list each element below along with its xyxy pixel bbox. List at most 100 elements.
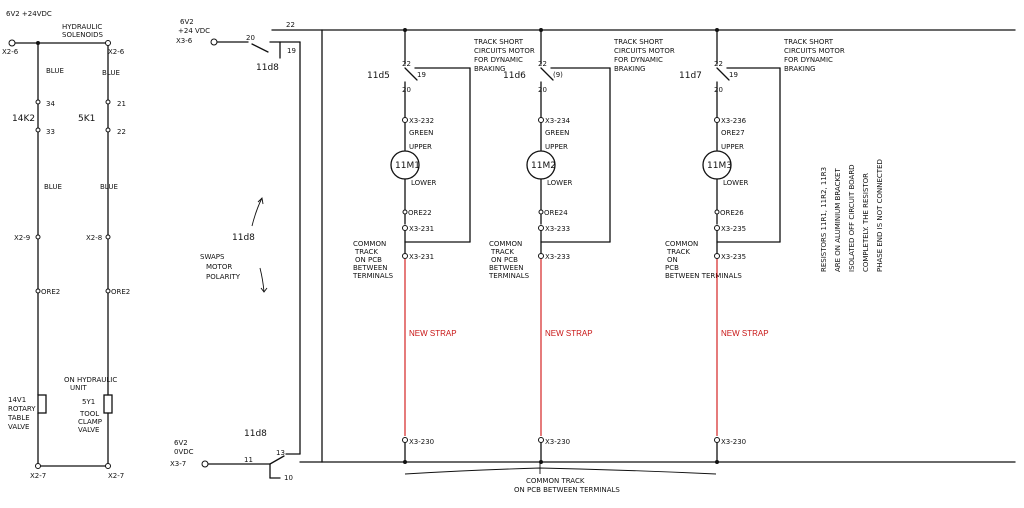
relay-switch <box>716 67 730 81</box>
motor-name: 11M1 <box>395 161 420 171</box>
term-bottom: X3-230 <box>721 438 746 446</box>
relay-11d8-pin-19: 19 <box>287 47 296 55</box>
left-panel: 6V2 +24VDC HYDRAULIC SOLENOIDS X2-6 X2-6… <box>2 10 130 480</box>
branch-junction-top <box>715 28 719 32</box>
ore-label: ORE24 <box>544 209 568 217</box>
track-note-3: FOR DYNAMIC <box>614 56 663 64</box>
arrow-up <box>251 197 263 227</box>
term-x2-8: X2-8 <box>86 234 102 242</box>
common-note-2: TRACK <box>666 248 690 256</box>
side-note: RESISTORS 11R1, 11R2, 11R3 ARE ON ALUMIN… <box>820 159 884 272</box>
new-strap-label: NEW STRAP <box>409 329 457 338</box>
coil-5y1 <box>103 394 113 414</box>
relay-11d8-pin-22: 22 <box>286 21 295 29</box>
swap-2: MOTOR <box>206 263 232 271</box>
motor-name: 11M2 <box>531 161 556 171</box>
terminal-bottom <box>402 437 408 443</box>
term-low: X3-235 <box>721 253 746 261</box>
relay-name: 11d5 <box>367 71 390 81</box>
new-strap-label: NEW STRAP <box>545 329 593 338</box>
relay-pin-20: 20 <box>538 86 547 94</box>
relay-11d8-name-bottom: 11d8 <box>244 429 267 439</box>
motor-upper: UPPER <box>721 143 744 151</box>
bottom-note-brace <box>404 467 717 475</box>
common-note-4: BETWEEN <box>353 264 388 272</box>
track-note-3: FOR DYNAMIC <box>784 56 833 64</box>
terminal-bottom <box>714 437 720 443</box>
common-note-1: COMMON <box>489 240 522 248</box>
side-note-line-1: RESISTORS 11R1, 11R2, 11R3 <box>820 167 828 272</box>
relay-11d8-pin-11: 11 <box>244 456 253 464</box>
relay-11d8-pin-10: 10 <box>284 474 293 482</box>
side-note-line-3: ISOLATED OFF CIRCUIT BOARD <box>848 164 856 272</box>
ore-marker <box>538 209 544 215</box>
relay-11d8-pin-13: 13 <box>276 449 285 457</box>
term-left-top: X2-6 <box>2 48 19 56</box>
term-upper: X3-236 <box>721 117 747 125</box>
coil-left-1: 14V1 <box>8 396 26 404</box>
wire-upper: GREEN <box>409 129 433 137</box>
relay-pin-19: 19 <box>417 71 426 79</box>
coil-right-note-2: UNIT <box>70 384 87 392</box>
new-strap-label: NEW STRAP <box>721 329 769 338</box>
ore-right: ORE2 <box>111 288 130 296</box>
terminal-x3-6 <box>210 38 218 46</box>
relay-2-pin-a: 21 <box>117 100 126 108</box>
relay-name: 11d7 <box>679 71 702 81</box>
common-note-5: TERMINALS <box>488 272 530 280</box>
term-upper: X3-234 <box>545 117 571 125</box>
relay-11d8-switch-bottom <box>269 455 285 465</box>
term-x2-9: X2-9 <box>14 234 30 242</box>
coil-right-3: VALVE <box>78 426 99 434</box>
track-note-4: BRAKING <box>784 65 816 73</box>
relay-pin-20: 20 <box>402 86 411 94</box>
terminal-x2-6-left <box>8 39 16 47</box>
motor-lower: LOWER <box>547 179 573 187</box>
ore-label: ORE26 <box>720 209 744 217</box>
track-note-2: CIRCUITS MOTOR <box>474 47 535 55</box>
track-note-3: FOR DYNAMIC <box>474 56 523 64</box>
ore-left: ORE2 <box>41 288 60 296</box>
common-note-1: COMMON <box>665 240 698 248</box>
terminal-mid <box>402 225 408 231</box>
wire-upper: GREEN <box>545 129 569 137</box>
branch-junction-bottom <box>403 460 407 464</box>
track-note-1: TRACK SHORT <box>613 38 664 46</box>
terminal-upper <box>538 117 544 123</box>
common-note-4: BETWEEN <box>489 264 524 272</box>
relay-name: 11d6 <box>503 71 526 81</box>
wire-blue-4: BLUE <box>100 183 118 191</box>
ore-marker <box>714 209 720 215</box>
relay-pin-22: 22 <box>402 60 411 68</box>
coil-right-note-1: ON HYDRAULIC <box>64 376 117 384</box>
terminal-x2-7-right <box>105 463 111 469</box>
common-note-4: PCB <box>665 264 679 272</box>
side-note-line-5: PHASE END IS NOT CONNECTED <box>876 159 884 272</box>
coil-left-2: ROTARY <box>8 405 36 413</box>
term-right-bottom: X2-7 <box>108 472 124 480</box>
coil-right-1: TOOL <box>79 410 99 418</box>
ore-label: ORE22 <box>408 209 432 217</box>
track-note-4: BRAKING <box>614 65 646 73</box>
bottom-note-1: COMMON TRACK <box>526 477 585 485</box>
supply-label: 6V2 +24VDC <box>6 10 52 18</box>
term-right-top: X2-6 <box>108 48 125 56</box>
relay-pin-20: 20 <box>714 86 723 94</box>
term-upper: X3-232 <box>409 117 434 125</box>
terminal-upper <box>714 117 720 123</box>
term-mid: X3-231 <box>409 225 434 233</box>
terminal-low <box>714 253 720 259</box>
branch-junction-bottom <box>715 460 719 464</box>
term-mid: X3-233 <box>545 225 570 233</box>
track-note-1: TRACK SHORT <box>473 38 524 46</box>
motor-name: 11M3 <box>707 161 732 171</box>
coil-14v1 <box>37 394 47 414</box>
relay-pin-19: 19 <box>729 71 738 79</box>
terminal-low <box>538 253 544 259</box>
arrow-up-head <box>257 197 264 205</box>
